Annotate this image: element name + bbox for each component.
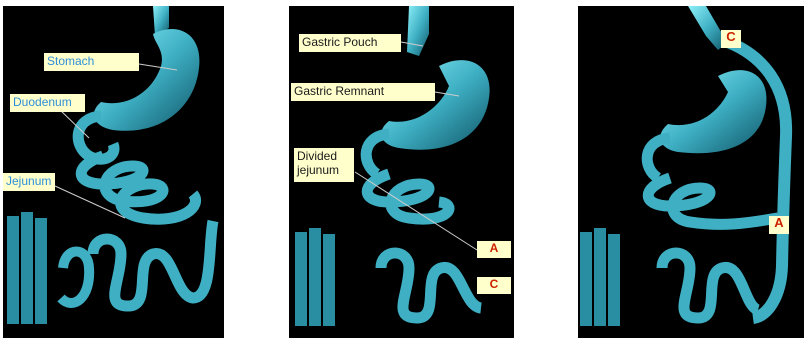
small-intestine-shape-2 [367, 174, 449, 219]
marker-c-label: C [477, 277, 511, 294]
marker-c-label-3: C [721, 30, 741, 48]
lower-intestine-shape-2 [381, 253, 481, 318]
stomach-shape [94, 29, 200, 131]
small-intestine-shape [81, 156, 195, 219]
colon-shape [13, 212, 41, 324]
gastric-remnant-label: Gastric Remnant [291, 83, 435, 101]
ileum-shape [61, 252, 89, 304]
divided-jejunum-label-line1: Divided [297, 149, 351, 163]
stomach-label: Stomach [44, 53, 139, 71]
panel-normal-anatomy: Stomach Duodenum Jejunum [3, 6, 224, 338]
lower-intestine-shape-3 [662, 253, 758, 318]
duodenum-label: Duodenum [10, 94, 85, 112]
small-intestine-shape-3 [648, 178, 778, 224]
marker-a-label-3: A [769, 216, 789, 234]
panel-reconstructed-anatomy: C A [578, 6, 804, 338]
marker-a-label: A [477, 241, 511, 258]
lower-intestine-shape [93, 221, 213, 306]
divided-jejunum-label-line2: jejunum [297, 163, 351, 177]
gastric-pouch-label: Gastric Pouch [299, 34, 401, 52]
reconstructed-anatomy-illustration [578, 6, 804, 338]
panel-divided-anatomy: Gastric Pouch Gastric Remnant Divided je… [289, 6, 514, 338]
divided-jejunum-label: Divided jejunum [294, 148, 354, 182]
gastric-pouch-shape [407, 6, 429, 56]
colon-shape-2 [301, 228, 329, 326]
jejunum-label: Jejunum [3, 173, 55, 191]
colon-shape-3 [586, 228, 614, 326]
gastric-remnant-shape-3 [660, 70, 766, 153]
gastric-remnant-shape [381, 60, 489, 150]
